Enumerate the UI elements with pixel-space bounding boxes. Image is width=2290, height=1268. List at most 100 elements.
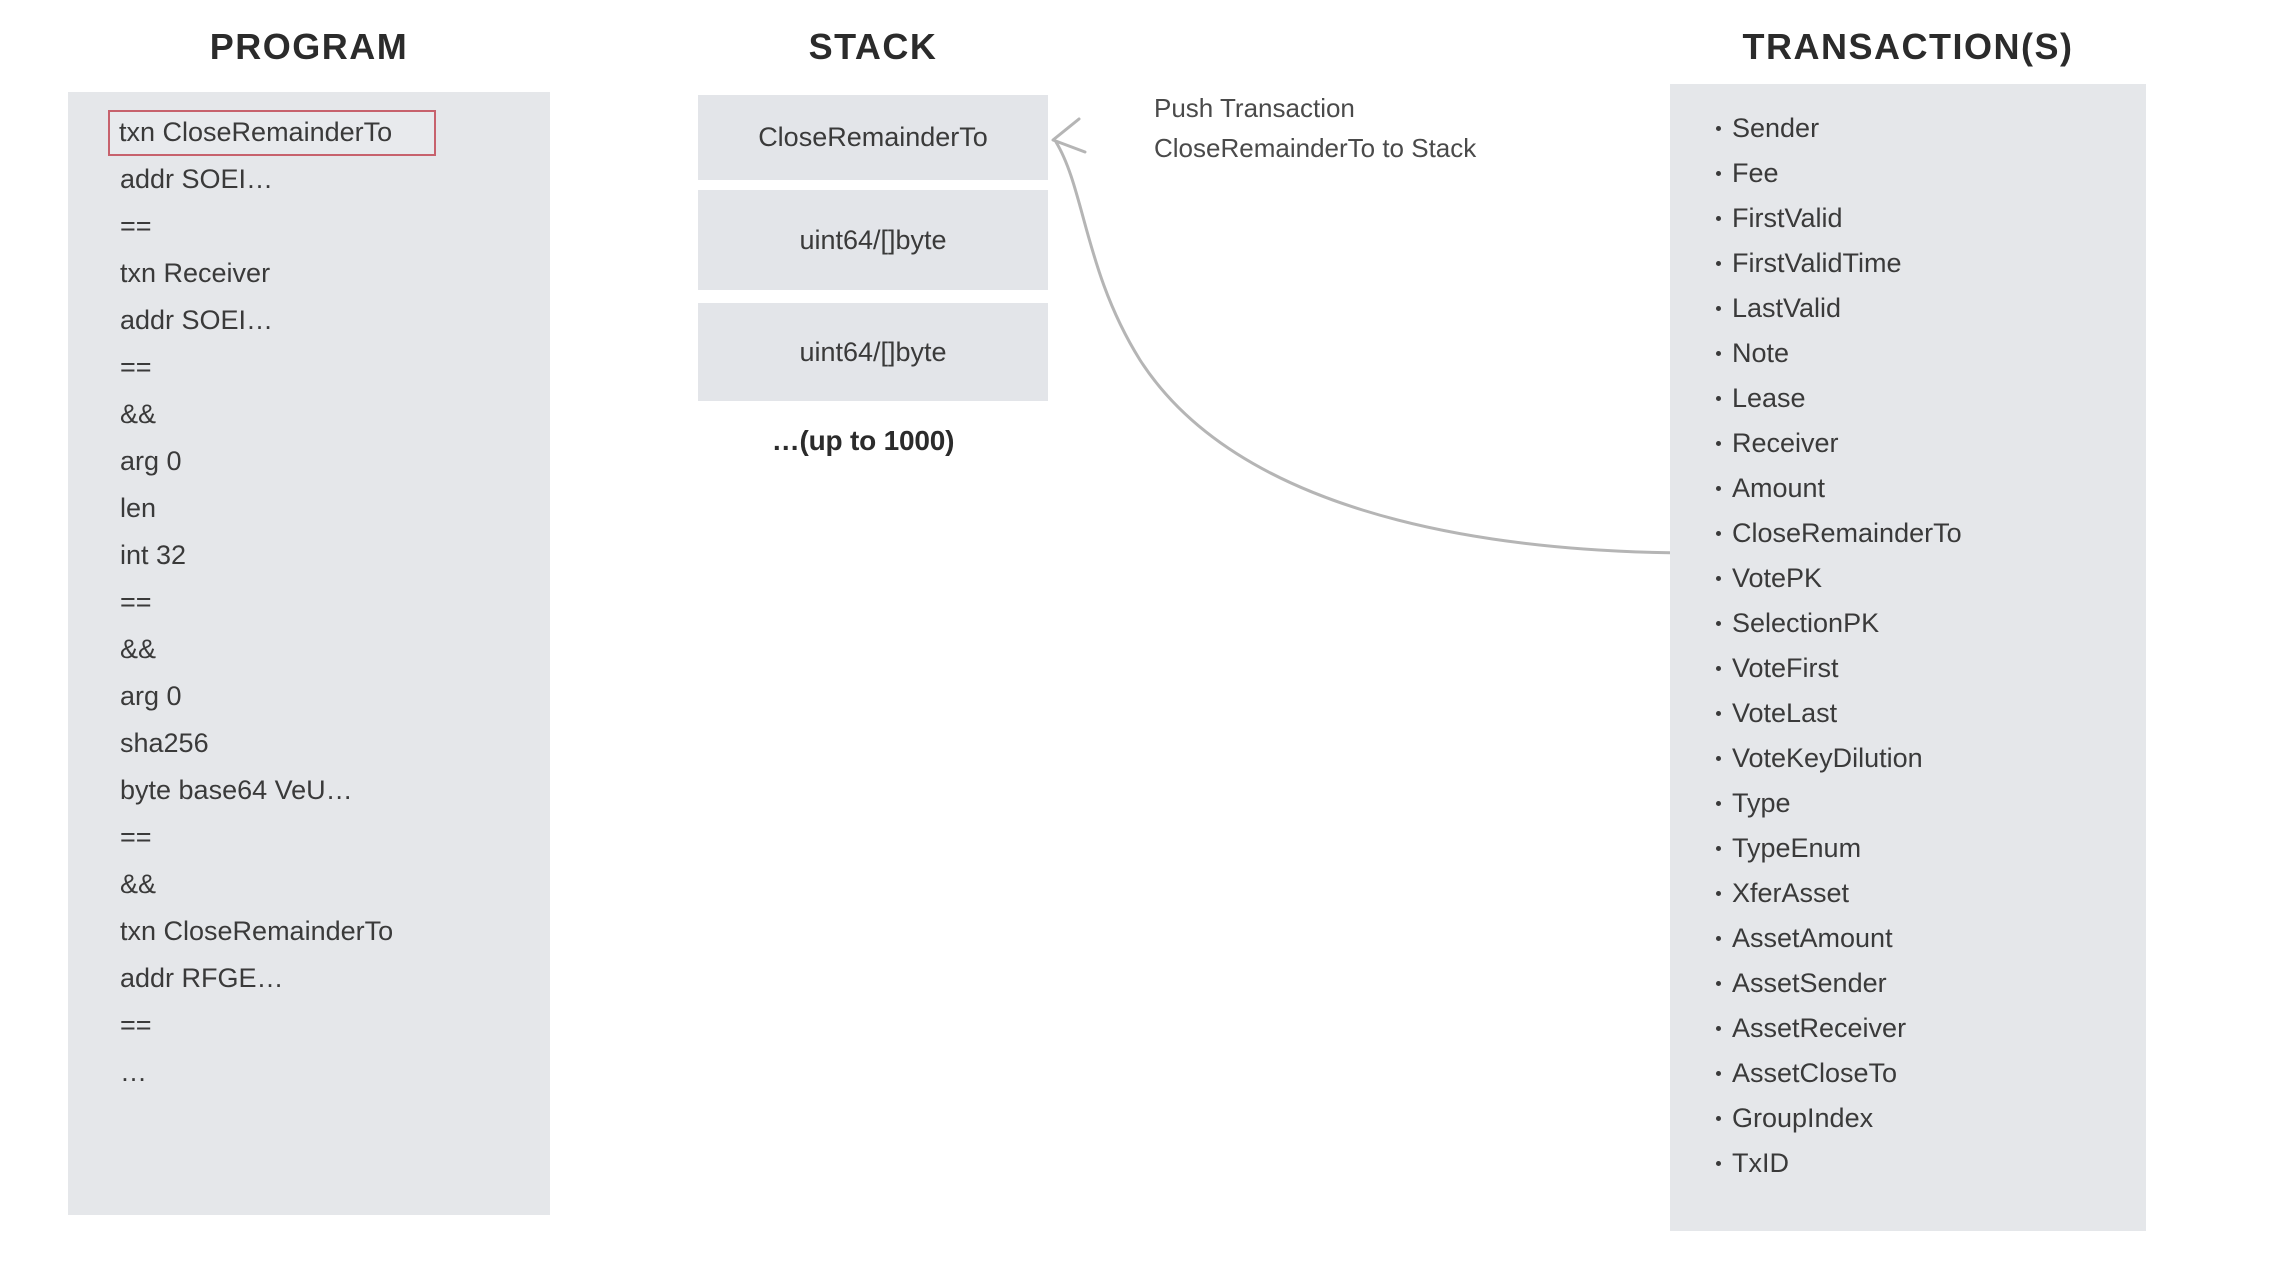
bullet-icon — [1716, 171, 1721, 176]
bullet-icon — [1716, 1071, 1721, 1076]
program-line: == — [120, 587, 152, 617]
bullet-icon — [1716, 1116, 1721, 1121]
transaction-field-label: SelectionPK — [1732, 608, 1880, 638]
program-line: arg 0 — [120, 446, 182, 476]
bullet-icon — [1716, 261, 1721, 266]
transaction-field-item: AssetSender — [1716, 961, 2138, 1006]
transaction-field-label: TypeEnum — [1732, 833, 1862, 863]
bullet-icon — [1716, 1026, 1721, 1031]
transaction-field-item: LastValid — [1716, 286, 2138, 331]
bullet-icon — [1716, 306, 1721, 311]
stack-overflow-note: …(up to 1000) — [771, 425, 955, 456]
transaction-field-item: VotePK — [1716, 556, 2138, 601]
transaction-column-title: TRANSACTION(S) — [1742, 26, 2074, 67]
transaction-field-label: VoteFirst — [1732, 653, 1839, 683]
transaction-field-item: Note — [1716, 331, 2138, 376]
program-line: addr SOEI… — [120, 305, 274, 335]
transaction-field-item: Receiver — [1716, 421, 2138, 466]
bullet-icon — [1716, 666, 1721, 671]
program-line: && — [120, 399, 157, 429]
program-line: … — [120, 1057, 147, 1087]
program-line: && — [120, 869, 157, 899]
bullet-icon — [1716, 846, 1721, 851]
transaction-field-item: TxID — [1716, 1141, 2138, 1186]
transaction-field-item: FirstValidTime — [1716, 241, 2138, 286]
transaction-field-label: VotePK — [1732, 563, 1823, 593]
push-arrow-curve — [1054, 140, 1725, 555]
bullet-icon — [1716, 486, 1721, 491]
annotation-line-1: Push Transaction — [1154, 93, 1355, 123]
program-line: len — [120, 493, 157, 523]
program-line: addr RFGE… — [120, 963, 284, 993]
transaction-field-label: AssetSender — [1732, 968, 1887, 998]
stack-slot-label: CloseRemainderTo — [758, 122, 988, 152]
transaction-field-label: FirstValidTime — [1732, 248, 1902, 278]
transaction-field-label: Type — [1732, 788, 1791, 818]
transaction-field-item: Lease — [1716, 376, 2138, 421]
transaction-field-label: AssetReceiver — [1732, 1013, 1907, 1043]
bullet-icon — [1716, 981, 1721, 986]
stack-slot-bottom: uint64/[]byte — [698, 303, 1048, 401]
transaction-field-label: GroupIndex — [1732, 1103, 1874, 1133]
transaction-field-item: GroupIndex — [1716, 1096, 2138, 1141]
transaction-field-item: Type — [1716, 781, 2138, 826]
transaction-field-label: CloseRemainderTo — [1732, 518, 1962, 548]
transaction-field-item: Amount — [1716, 466, 2138, 511]
transaction-field-label: Receiver — [1732, 428, 1839, 458]
program-line: == — [120, 822, 152, 852]
bullet-icon — [1716, 351, 1721, 356]
transaction-field-item: VoteLast — [1716, 691, 2138, 736]
transaction-field-label: Note — [1732, 338, 1790, 368]
transaction-field-item: Fee — [1716, 151, 2138, 196]
transaction-field-label: Sender — [1732, 113, 1820, 143]
transaction-field-item: AssetReceiver — [1716, 1006, 2138, 1051]
transaction-field-item: SelectionPK — [1716, 601, 2138, 646]
bullet-icon — [1716, 756, 1721, 761]
stack-slot-top: CloseRemainderTo — [698, 95, 1048, 180]
bullet-icon — [1716, 531, 1721, 536]
bullet-icon — [1716, 711, 1721, 716]
transaction-field-label: Amount — [1732, 473, 1826, 503]
transaction-field-item: FirstValid — [1716, 196, 2138, 241]
stack-slot-label: uint64/[]byte — [799, 336, 947, 367]
bullet-icon — [1716, 441, 1721, 446]
program-line: byte base64 VeU… — [120, 775, 353, 805]
bullet-icon — [1716, 576, 1721, 581]
transaction-field-item: VoteFirst — [1716, 646, 2138, 691]
program-line: txn Receiver — [120, 258, 271, 288]
transaction-field-label: FirstValid — [1732, 203, 1843, 233]
bullet-icon — [1716, 621, 1721, 626]
annotation-line-2: CloseRemainderTo to Stack — [1154, 133, 1477, 163]
stack-slot-label: uint64/[]byte — [799, 224, 947, 255]
bullet-icon — [1716, 891, 1721, 896]
transaction-field-label: AssetAmount — [1732, 923, 1893, 953]
transaction-field-label: Lease — [1732, 383, 1806, 413]
transaction-field-item: TypeEnum — [1716, 826, 2138, 871]
push-transaction-annotation: Push Transaction CloseRemainderTo to Sta… — [1154, 88, 1476, 168]
bullet-icon — [1716, 216, 1721, 221]
transaction-field-label: VoteLast — [1732, 698, 1838, 728]
transaction-field-label: TxID — [1732, 1148, 1789, 1178]
program-line: == — [120, 352, 152, 382]
stack-slot-middle: uint64/[]byte — [698, 190, 1048, 290]
program-column-title: PROGRAM — [209, 26, 409, 67]
bullet-icon — [1716, 1161, 1721, 1166]
transaction-field-item: VoteKeyDilution — [1716, 736, 2138, 781]
push-arrow-head — [1051, 117, 1087, 154]
transaction-field-label: Fee — [1732, 158, 1779, 188]
transaction-field-item: XferAsset — [1716, 871, 2138, 916]
program-line: == — [120, 211, 152, 241]
bullet-icon — [1716, 801, 1721, 806]
transaction-field-item: AssetCloseTo — [1716, 1051, 2138, 1096]
program-line: sha256 — [120, 728, 209, 758]
transaction-field-label: AssetCloseTo — [1732, 1058, 1898, 1088]
transaction-field-item: AssetAmount — [1716, 916, 2138, 961]
transaction-field-item: CloseRemainderTo — [1716, 511, 2138, 556]
stack-column-title: STACK — [808, 26, 938, 67]
transaction-field-label: XferAsset — [1732, 878, 1850, 908]
program-line: int 32 — [120, 540, 187, 570]
